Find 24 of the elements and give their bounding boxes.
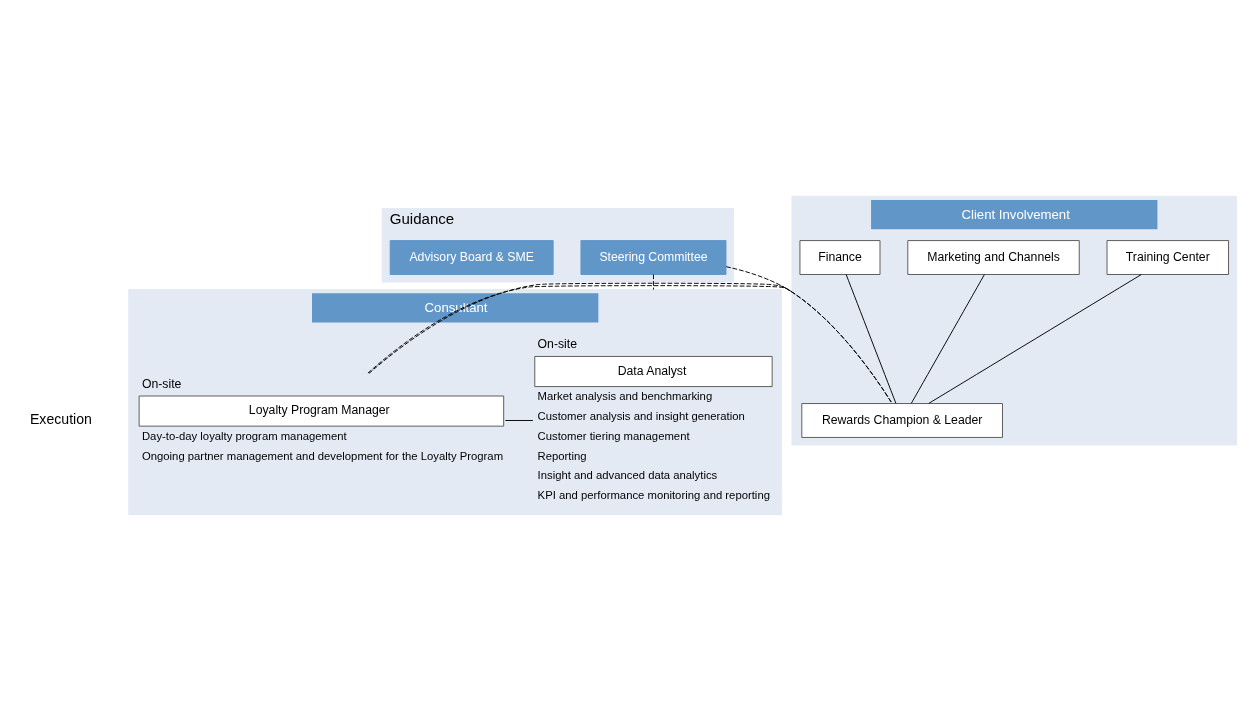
node-box: Training Center (1106, 240, 1229, 275)
node-label: Market analysis and benchmarking (537, 390, 713, 403)
connector (845, 274, 897, 404)
node-label: Insight and advanced data analytics (537, 469, 718, 482)
node-box: Finance (799, 240, 881, 275)
label: Execution (29, 410, 92, 427)
node-box: Advisory Board & SME (389, 240, 554, 275)
node-label: Customer analysis and insight generation (537, 410, 745, 423)
node-box: Steering Committee (580, 240, 727, 275)
connector (928, 274, 1142, 404)
connector (725, 266, 793, 293)
connector (504, 420, 534, 421)
connector (653, 274, 654, 291)
node-label: Customer tiering management (537, 429, 690, 442)
node-label: On-site (537, 337, 578, 352)
node-box: Rewards Champion & Leader (801, 403, 1003, 438)
node-label: On-site (141, 376, 182, 391)
node-label: Day-to-day loyalty program management (141, 429, 347, 442)
node-label: Ongoing partner management and development for the Loyalty Program (141, 449, 504, 462)
connector (367, 282, 893, 404)
node-label: KPI and performance monitoring and reporting (537, 489, 770, 502)
node-label: Reporting (537, 449, 587, 462)
connector (910, 274, 985, 404)
node-box: Marketing and Channels (907, 240, 1080, 275)
